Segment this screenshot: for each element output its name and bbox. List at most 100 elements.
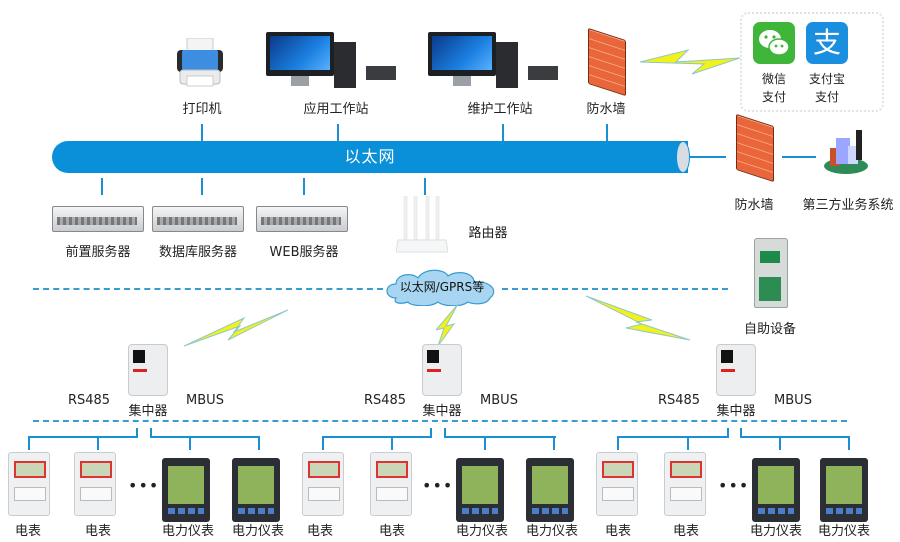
concentrator-icon <box>128 344 168 396</box>
mbus-label: MBUS <box>774 393 812 408</box>
connector-line <box>424 178 426 195</box>
alipay-label-line1: 支付宝 <box>808 72 845 86</box>
electric-meter-label: 电表 <box>378 524 405 539</box>
electric-meter-icon <box>596 452 638 516</box>
connector-line <box>337 124 339 141</box>
ellipsis: ••• <box>128 476 160 495</box>
connector-line <box>28 436 30 450</box>
power-meter-label: 电力仪表 <box>231 524 284 539</box>
printer-icon <box>175 37 225 88</box>
electric-meter-icon <box>302 452 344 516</box>
power-meter-label: 电力仪表 <box>525 524 578 539</box>
front-server-icon <box>52 206 144 232</box>
connector-line <box>391 436 393 450</box>
alipay-icon: 支 <box>806 22 848 64</box>
firewall-right-label: 防水墙 <box>734 198 774 213</box>
connector-line <box>303 178 305 195</box>
connector-line <box>97 436 99 450</box>
power-meter-icon <box>752 458 800 522</box>
electric-meter-icon <box>370 452 412 516</box>
network-cloud: 以太网/GPRS等 <box>382 268 502 306</box>
connector-line <box>189 436 191 450</box>
electric-meter-icon <box>8 452 50 516</box>
rs485-bus-line <box>322 436 432 438</box>
power-meter-label: 电力仪表 <box>161 524 214 539</box>
connector-line <box>848 436 850 450</box>
alipay-label-line2: 支付 <box>814 90 839 104</box>
network-cloud-label: 以太网/GPRS等 <box>399 280 485 294</box>
connector-line <box>727 428 729 438</box>
connector-line <box>617 436 619 450</box>
connector-line <box>136 428 138 438</box>
connector-line <box>606 124 608 141</box>
concentrator-icon <box>422 344 462 396</box>
electric-meter-label: 电表 <box>84 524 111 539</box>
power-meter-label: 电力仪表 <box>749 524 802 539</box>
electric-meter-label: 电表 <box>672 524 699 539</box>
database-server-icon <box>152 206 244 232</box>
mbus-bus-line <box>740 436 850 438</box>
front-server-label: 前置服务器 <box>65 245 131 260</box>
wireless-link-icon <box>640 49 740 75</box>
third-party-system-label: 第三方业务系统 <box>802 198 894 213</box>
router-icon <box>395 195 449 253</box>
electric-meter-label: 电表 <box>306 524 333 539</box>
wireless-link-icon <box>184 309 288 347</box>
power-meter-label: 电力仪表 <box>455 524 508 539</box>
firewall-icon <box>736 113 774 183</box>
connector-line <box>201 124 203 141</box>
network-boundary-line <box>502 288 728 290</box>
connector-line <box>779 436 781 450</box>
rs485-label: RS485 <box>363 393 407 408</box>
web-server-label: WEB服务器 <box>269 245 339 260</box>
ellipsis: ••• <box>718 476 750 495</box>
field-bus-boundary-line <box>33 420 847 422</box>
connector-line <box>782 156 816 158</box>
electric-meter-icon <box>664 452 706 516</box>
database-server-label: 数据库服务器 <box>158 245 237 260</box>
power-meter-icon <box>526 458 574 522</box>
connector-line <box>150 428 152 438</box>
web-server-icon <box>256 206 348 232</box>
power-meter-icon <box>456 458 504 522</box>
concentrator-label: 集中器 <box>128 404 168 419</box>
connector-line <box>687 436 689 450</box>
connector-line <box>444 428 446 438</box>
power-meter-icon <box>232 458 280 522</box>
ethernet-bus-end <box>676 141 690 173</box>
wireless-link-icon <box>436 304 459 346</box>
concentrator-label: 集中器 <box>716 404 756 419</box>
electric-meter-label: 电表 <box>14 524 41 539</box>
rs485-bus-line <box>28 436 138 438</box>
ellipsis: ••• <box>422 476 454 495</box>
ethernet-bus: 以太网 <box>52 141 688 173</box>
concentrator-icon <box>716 344 756 396</box>
connector-line <box>740 428 742 438</box>
third-party-system-icon <box>822 128 870 176</box>
concentrator-label: 集中器 <box>422 404 462 419</box>
connector-line <box>430 428 432 438</box>
connector-line <box>502 124 504 141</box>
firewall-top-label: 防水墙 <box>586 102 626 117</box>
connector-line <box>101 178 103 195</box>
rs485-label: RS485 <box>67 393 111 408</box>
connector-line <box>690 156 726 158</box>
power-meter-label: 电力仪表 <box>817 524 870 539</box>
connector-line <box>258 436 260 450</box>
maintenance-workstation-label: 维护工作站 <box>467 102 533 117</box>
mbus-label: MBUS <box>480 393 518 408</box>
self-service-kiosk-label: 自助设备 <box>743 322 796 337</box>
ethernet-label: 以太网 <box>344 147 396 166</box>
connector-line <box>484 436 486 450</box>
mbus-bus-line <box>444 436 556 438</box>
wechat-pay-icon <box>753 22 795 64</box>
printer-label: 打印机 <box>182 102 222 117</box>
network-boundary-line <box>33 288 383 290</box>
rs485-label: RS485 <box>657 393 701 408</box>
connector-line <box>322 436 324 450</box>
router-label: 路由器 <box>468 226 508 241</box>
power-meter-icon <box>820 458 868 522</box>
self-service-kiosk-icon <box>754 238 788 308</box>
electric-meter-icon <box>74 452 116 516</box>
power-meter-icon <box>162 458 210 522</box>
